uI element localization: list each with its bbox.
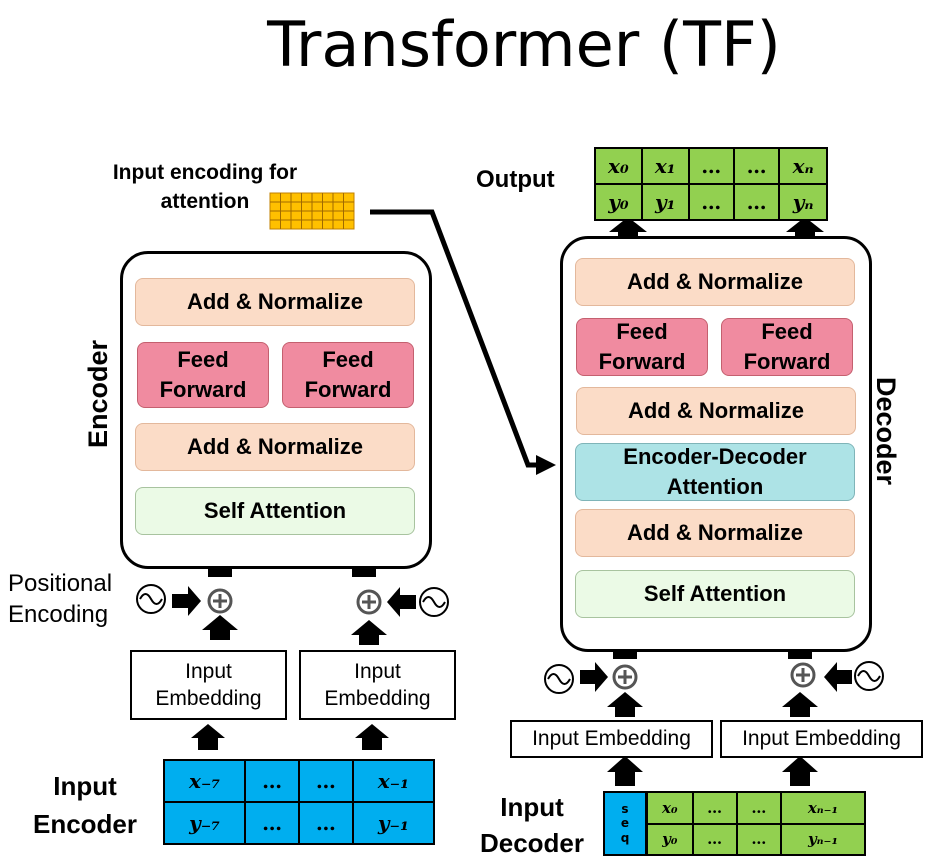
encoder-input-grid: x₋₇ … … x₋₁ y₋₇ … … y₋₁	[162, 759, 436, 845]
output-label: Output	[476, 166, 555, 193]
output-cell: x₁	[640, 147, 690, 185]
decoder-input-grid: x₀ … … xₙ₋₁ y₀ … … yₙ₋₁	[646, 791, 867, 856]
output-cell: xₙ	[778, 147, 828, 185]
decoder-input-cell: …	[735, 822, 782, 856]
decoder-input-embedding-right: Input Embedding	[720, 720, 923, 758]
decoder-add-normalize-2: Add & Normalize	[576, 387, 856, 435]
positional-encoding-label: Positional Encoding	[8, 570, 113, 629]
output-cell: …	[732, 183, 781, 221]
encoder-input-cell: …	[244, 801, 300, 845]
encoder-input-cell: x₋₁	[351, 759, 436, 803]
encoder-input-cell: y₋₇	[162, 801, 247, 845]
output-cell: x₀	[594, 147, 643, 185]
encoder-input-cell: x₋₇	[162, 759, 247, 803]
input-encoder-label: Input Encoder	[32, 771, 138, 839]
encoder-side-label: Encoder	[83, 339, 113, 448]
decoder-add-normalize-1: Add & Normalize	[575, 258, 855, 306]
decoder-input-cell: …	[735, 791, 782, 825]
attention-input-label: Input encoding for attention	[112, 161, 298, 214]
output-cell: yₙ	[778, 183, 828, 221]
decoder-self-attention: Self Attention	[575, 570, 855, 618]
encoder-input-embedding-right: Input Embedding	[299, 650, 456, 720]
encoder-feed-forward-right: Feed Forward	[282, 342, 414, 408]
output-grid: x₀ x₁ … … xₙ y₀ y₁ … … yₙ	[594, 147, 828, 221]
decoder-add-normalize-3: Add & Normalize	[575, 509, 855, 557]
output-cell: y₀	[594, 183, 643, 221]
decoder-input-cell: x₀	[646, 791, 694, 825]
decoder-feed-forward-right: Feed Forward	[721, 318, 853, 376]
page-title: Transformer (TF)	[267, 8, 781, 81]
encoder-feed-forward-left: Feed Forward	[137, 342, 269, 408]
seq-cell: s e q	[603, 791, 647, 856]
decoder-encoder-decoder-attention: Encoder-Decoder Attention	[575, 443, 855, 501]
encoder-input-cell: …	[297, 801, 354, 845]
encoder-self-attention: Self Attention	[135, 487, 415, 535]
output-cell: …	[687, 183, 735, 221]
decoder-input-cell: …	[691, 791, 738, 825]
encoder-add-normalize-bottom: Add & Normalize	[135, 423, 415, 471]
output-cell: y₁	[640, 183, 690, 221]
encoder-add-normalize-top: Add & Normalize	[135, 278, 415, 326]
decoder-input-cell: …	[691, 822, 738, 856]
decoder-input-cell: y₀	[646, 822, 694, 856]
input-decoder-label: Input Decoder	[479, 792, 585, 859]
decoder-side-label: Decoder	[871, 377, 901, 486]
encoder-input-cell: y₋₁	[351, 801, 436, 845]
attention-link-arrowhead	[536, 455, 556, 475]
output-cell: …	[687, 147, 735, 185]
encoder-input-cell: …	[244, 759, 300, 803]
encoder-input-cell: …	[297, 759, 354, 803]
decoder-feed-forward-left: Feed Forward	[576, 318, 708, 376]
output-cell: …	[732, 147, 781, 185]
sine-wave-icons	[136, 584, 884, 694]
decoder-input-cell: yₙ₋₁	[779, 822, 867, 856]
encoder-input-embedding-left: Input Embedding	[130, 650, 287, 720]
decoder-input-embedding-left: Input Embedding	[510, 720, 713, 758]
decoder-input-cell: xₙ₋₁	[779, 791, 867, 825]
